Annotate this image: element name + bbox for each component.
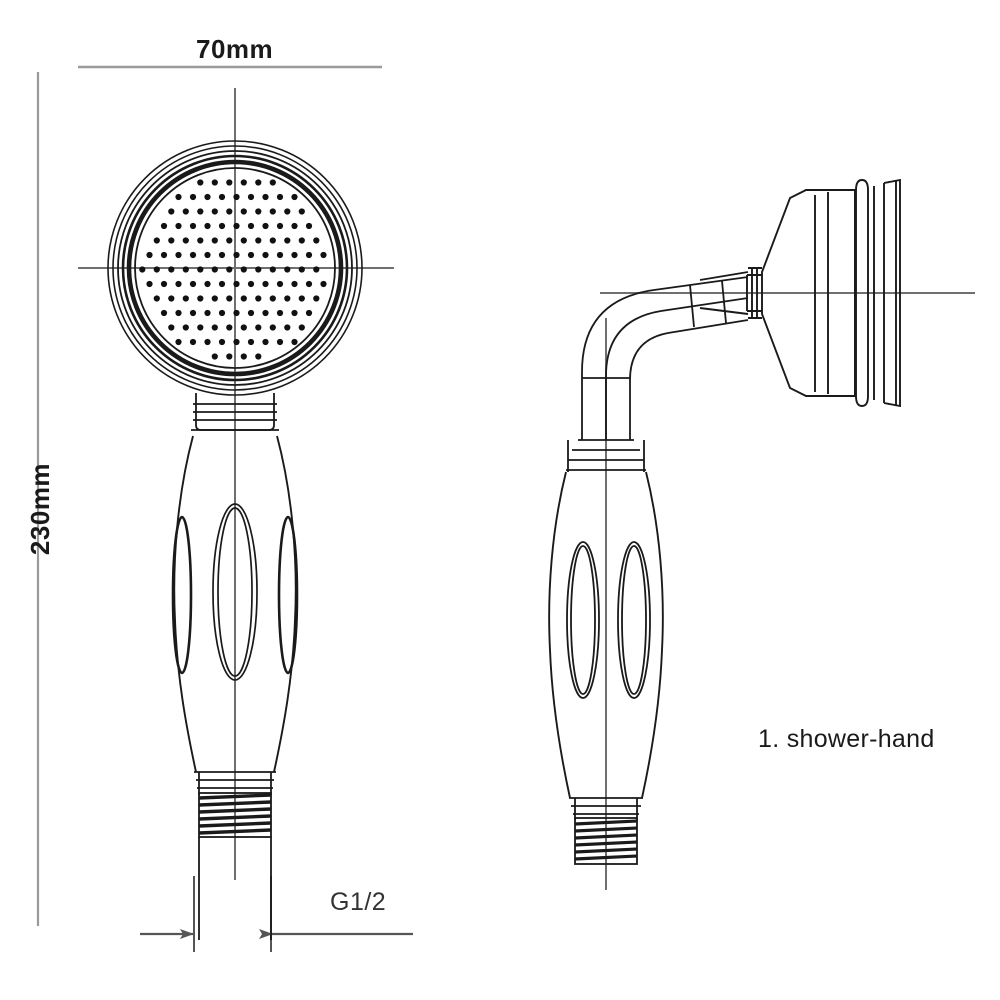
handle-lower-collar [194,771,276,795]
handle-flute-details [171,503,299,681]
side-view-lower-collar [569,797,643,820]
side-view-elbow-neck [581,276,749,440]
dimension-width-label: 70mm [196,34,274,64]
side-view-threaded-connector [574,817,638,865]
handle-body [173,435,297,773]
spray-hole-array [139,179,327,360]
threaded-connector [198,792,272,940]
shower-head-face-rings [107,140,363,396]
side-view-head [699,178,901,408]
side-view [548,178,975,890]
head-collar [191,393,279,431]
side-view-handle-body [548,471,664,799]
dimension-thread-label: G1/2 [330,888,387,916]
part-callout-label: 1. shower-hand [758,725,935,753]
front-view [78,88,394,940]
side-view-handle-flutes [566,541,651,699]
dimension-height-label: 230mm [25,462,55,556]
side-view-upper-collar [566,439,646,472]
